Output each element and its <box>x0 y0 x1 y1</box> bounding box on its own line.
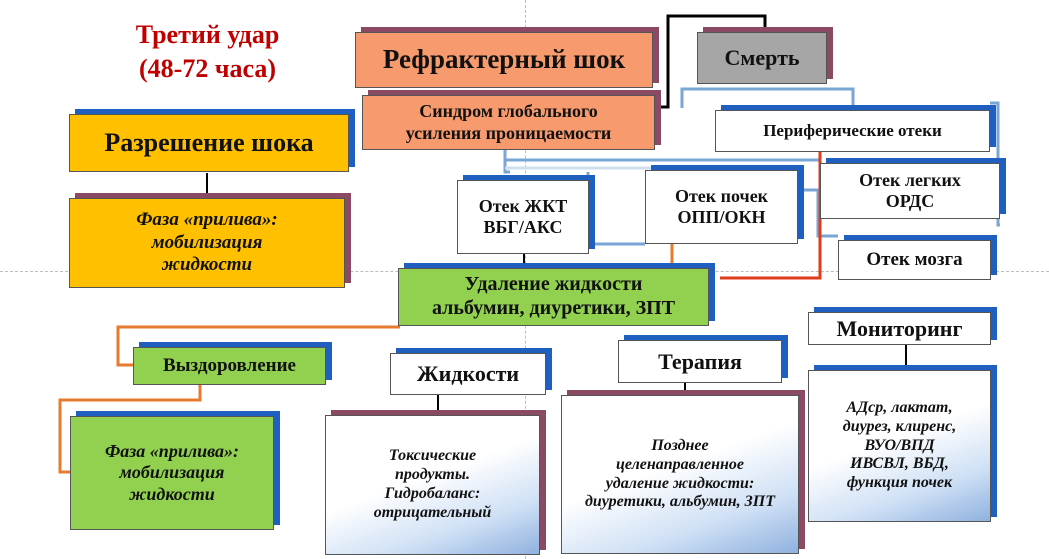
node-gi-edema: Отек ЖКТ ВБГ/АКС <box>457 180 589 254</box>
node-shock-resolution: Разрешение шока <box>69 114 349 172</box>
node-lung-edema: Отек легких ОРДС <box>820 163 1000 219</box>
page-title: Третий удар (48-72 часа) <box>135 20 280 84</box>
node-phase-tide-top: Фаза «прилива»: мобилизация жидкости <box>69 198 345 288</box>
node-monitoring-detail: АДср, лактат, диурез, клиренс, ВУО/ВПД И… <box>808 370 991 522</box>
node-therapy-detail: Позднее целенаправленное удаление жидкос… <box>561 395 799 554</box>
connector-kidney-lung <box>800 188 838 238</box>
node-death: Смерть <box>697 32 827 84</box>
node-kidney-edema: Отек почек ОПП/ОКН <box>645 170 798 244</box>
node-fluid-removal: Удаление жидкости альбумин, диуретики, З… <box>398 268 709 326</box>
node-refractory-shock: Рефрактерный шок <box>355 32 653 88</box>
connector-peripheral-top <box>680 87 855 108</box>
node-brain-edema: Отек мозга <box>838 240 991 280</box>
node-phase-tide-bottom: Фаза «прилива»: мобилизация жидкости <box>70 416 274 530</box>
node-monitoring: Мониторинг <box>808 312 991 345</box>
node-peripheral-edema: Периферические отеки <box>715 110 990 152</box>
connector-syndrome-death <box>655 14 767 109</box>
node-syndrome: Синдром глобального усиления проницаемос… <box>362 95 655 150</box>
node-recovery: Выздоровление <box>133 347 326 385</box>
connector-removal-recovery <box>116 325 400 367</box>
connector-syndrome-gi <box>503 150 510 174</box>
connector-recovery-phase <box>58 385 202 474</box>
connector-gi-kidney <box>586 172 645 246</box>
node-fluids: Жидкости <box>390 353 546 395</box>
connector-orange-kidney <box>670 244 708 267</box>
node-fluids-detail: Токсические продукты. Гидробаланс: отриц… <box>325 415 540 555</box>
node-therapy: Терапия <box>618 340 782 383</box>
